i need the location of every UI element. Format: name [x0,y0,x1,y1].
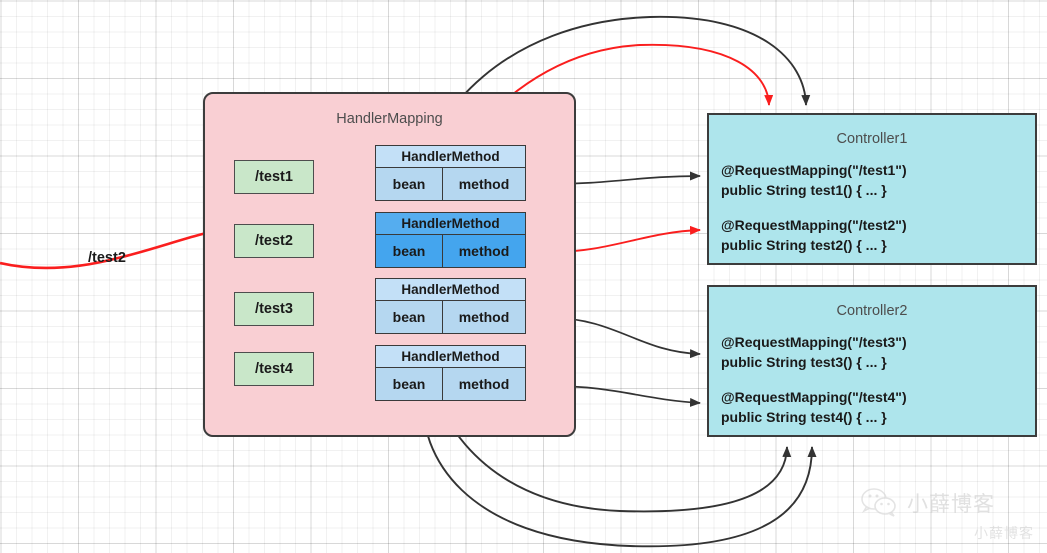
handler-method-method-cell[interactable]: method [458,309,510,325]
handler-method-method-cell[interactable]: method [458,243,510,259]
controller1-method-test1: @RequestMapping("/test1") public String … [721,160,907,200]
path-box-label: /test4 [255,361,293,377]
controller2-method-test3: @RequestMapping("/test3") public String … [721,332,907,372]
controller2-method-test4: @RequestMapping("/test4") public String … [721,387,907,427]
handler-method-body: bean method [375,168,526,201]
request-mapping-annotation: @RequestMapping("/test4") [721,389,907,405]
edge-bean4-to-controller2 [421,396,817,548]
handler-method-body: bean method [375,368,526,401]
method-signature: public String test1() { ... } [721,182,887,198]
request-mapping-annotation: @RequestMapping("/test2") [721,217,907,233]
path-box-test4[interactable]: /test4 [234,352,314,386]
watermark: 小薛博客 小薛博客 [860,487,1040,549]
request-mapping-annotation: @RequestMapping("/test3") [721,334,907,350]
path-box-test3[interactable]: /test3 [234,292,314,326]
controller1-methods: @RequestMapping("/test1") public String … [721,160,907,270]
method-signature: public String test2() { ... } [721,237,887,253]
controller2-methods: @RequestMapping("/test3") public String … [721,332,907,442]
controller1-box[interactable]: Controller1 @RequestMapping("/test1") pu… [707,113,1037,265]
handler-method-title: HandlerMethod [375,145,526,168]
path-box-test2[interactable]: /test2 [234,224,314,258]
handler-method-body: bean method [375,235,526,268]
handler-mapping-title: HandlerMapping [336,111,443,127]
method-signature: public String test3() { ... } [721,354,887,370]
incoming-request-label: /test2 [88,250,126,266]
controller1-method-test2: @RequestMapping("/test2") public String … [721,215,907,255]
handler-method-bean-cell[interactable]: bean [376,168,443,200]
watermark-subtitle: 小薛博客 [974,526,1034,542]
path-box-label: /test1 [255,169,293,185]
handler-method-title: HandlerMethod [375,345,526,368]
controller2-box[interactable]: Controller2 @RequestMapping("/test3") pu… [707,285,1037,437]
wechat-icon [861,488,896,517]
handler-method-card-3[interactable]: HandlerMethod bean method [375,278,526,334]
handler-method-card-4[interactable]: HandlerMethod bean method [375,345,526,401]
handler-method-bean-cell[interactable]: bean [376,235,443,267]
controller1-title: Controller1 [836,131,908,147]
handler-method-bean-cell[interactable]: bean [376,301,443,333]
edge-request-to-test2 [0,225,229,270]
handler-method-card-1[interactable]: HandlerMethod bean method [375,145,526,201]
path-box-label: /test2 [255,233,293,249]
handler-method-method-cell[interactable]: method [458,376,510,392]
request-mapping-annotation: @RequestMapping("/test1") [721,162,907,178]
handler-method-method-cell[interactable]: method [458,176,510,192]
handler-method-title: HandlerMethod [375,278,526,301]
path-box-label: /test3 [255,301,293,317]
handler-method-body: bean method [375,301,526,334]
handler-method-card-2[interactable]: HandlerMethod bean method [375,212,526,268]
path-box-test1[interactable]: /test1 [234,160,314,194]
watermark-brand: 小薛博客 [907,492,995,516]
handler-method-bean-cell[interactable]: bean [376,368,443,400]
controller2-title: Controller2 [836,303,908,319]
handler-method-title: HandlerMethod [375,212,526,235]
method-signature: public String test4() { ... } [721,409,887,425]
